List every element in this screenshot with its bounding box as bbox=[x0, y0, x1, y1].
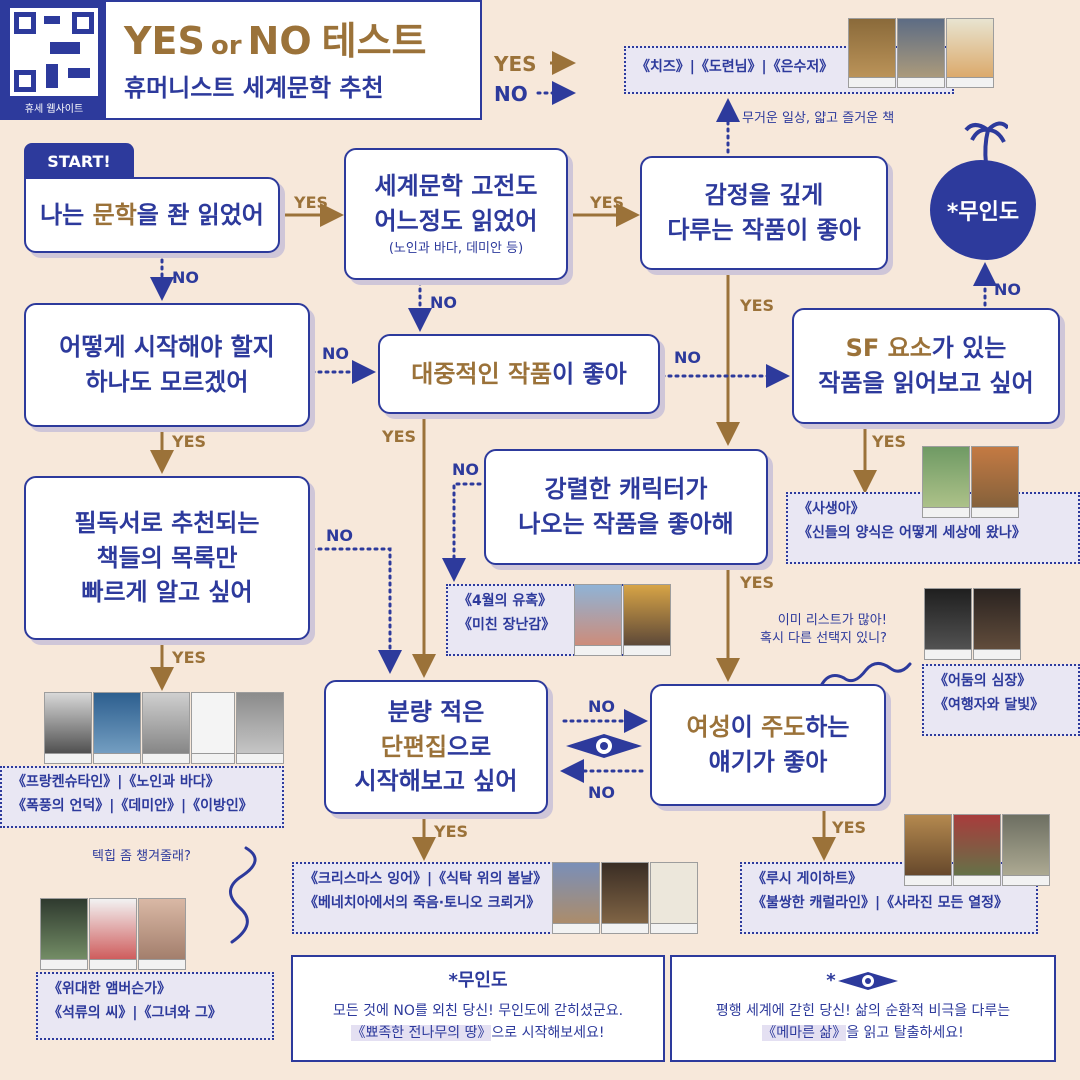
page-subtitle: 휴머니스트 세계문학 추천 bbox=[124, 74, 384, 102]
qr-label: 휴세 웹사이트 bbox=[24, 104, 84, 115]
legend-yes: YES bbox=[494, 52, 537, 76]
book-cover[interactable] bbox=[93, 692, 141, 764]
book-cover[interactable] bbox=[897, 18, 945, 88]
book-cover[interactable] bbox=[953, 814, 1001, 886]
reco-dark: 《어둠의 심장》 《여행자와 달빛》 bbox=[922, 664, 1080, 736]
reco-gatsby: 《위대한 앰버슨가》 《석류의 씨》|《그녀와 그》 bbox=[36, 972, 274, 1040]
question-strong-characters[interactable]: 강렬한 캐릭터가 나오는 작품을 좋아해 bbox=[484, 449, 768, 565]
book-cover[interactable] bbox=[191, 692, 235, 764]
book-cover[interactable] bbox=[601, 862, 649, 934]
question-read-literature[interactable]: 나는 문학을 좐 읽었어 bbox=[24, 177, 280, 253]
question-sf-elements[interactable]: SF 요소가 있는 작품을 읽어보고 싶어 bbox=[792, 308, 1060, 424]
squiggle-techhip bbox=[229, 846, 257, 944]
ending-parallel-box: * 평행 세계에 갇힌 당신! 삶의 순환적 비극을 다루는 《메마른 삶》을 … bbox=[670, 955, 1056, 1062]
edge-label: YES bbox=[832, 818, 867, 837]
parallel-world-icon bbox=[837, 972, 898, 990]
question-where-to-start[interactable]: 어떻게 시작해야 할지 하나도 모르겠어 bbox=[24, 303, 310, 427]
note-techhip: 텍힙 좀 챙겨줄래? bbox=[92, 849, 191, 864]
book-cover[interactable] bbox=[40, 898, 88, 970]
legend-no: NO bbox=[494, 82, 528, 106]
note-heavy-light: 무거운 일상, 얇고 즐거운 책 bbox=[742, 111, 895, 126]
qr-code-pattern bbox=[10, 8, 98, 96]
book-cover[interactable] bbox=[922, 446, 970, 518]
book-cover[interactable] bbox=[142, 692, 190, 764]
squiggle-many bbox=[818, 662, 912, 690]
edge-label: YES bbox=[382, 427, 417, 446]
edge-label: YES bbox=[172, 432, 207, 451]
book-cover[interactable] bbox=[623, 584, 671, 656]
start-tag: START! bbox=[24, 143, 134, 179]
book-cover[interactable] bbox=[924, 588, 972, 660]
edge-label: NO bbox=[430, 293, 457, 312]
book-cover[interactable] bbox=[973, 588, 1021, 660]
parallel-symbol-mid bbox=[566, 734, 642, 758]
book-cover[interactable] bbox=[848, 18, 896, 88]
edge-label: YES bbox=[590, 193, 625, 212]
reco-short-stories: 《크리스마스 잉어》|《식탁 위의 봄날》 《베네치아에서의 죽음·토니오 크뢰… bbox=[292, 862, 562, 934]
ending-island-box: *무인도 모든 것에 NO를 외친 당신! 무인도에 갇히셨군요. 《뾰족한 전… bbox=[291, 955, 665, 1062]
edge-label: NO bbox=[326, 526, 353, 545]
book-cover[interactable] bbox=[1002, 814, 1050, 886]
edge-label: YES bbox=[740, 296, 775, 315]
qr-code[interactable]: 휴세 웹사이트 bbox=[2, 2, 106, 120]
edge-label: YES bbox=[740, 573, 775, 592]
island-label: *무인도 bbox=[946, 200, 1020, 225]
edge-label: YES bbox=[294, 193, 329, 212]
edge-q7-q9 bbox=[310, 547, 402, 674]
edge-label: NO bbox=[994, 280, 1021, 299]
edge-label: YES bbox=[172, 648, 207, 667]
book-cover[interactable] bbox=[552, 862, 600, 934]
edge-label: NO bbox=[588, 783, 615, 802]
question-deep-emotions[interactable]: 감정을 깊게 다루는 작품이 좋아 bbox=[640, 156, 888, 270]
edge-q8-reco bbox=[442, 482, 482, 582]
reco-classics: 《프랑켄슈타인》|《노인과 바다》 《폭풍의 언덕》|《데미안》|《이방인》 bbox=[0, 766, 284, 828]
book-cover[interactable] bbox=[650, 862, 698, 934]
book-cover[interactable] bbox=[89, 898, 137, 970]
question-world-classics[interactable]: 세계문학 고전도 어느정도 읽었어 (노인과 바다, 데미안 등) bbox=[344, 148, 568, 280]
palm-tree-icon bbox=[964, 121, 1008, 165]
note-many-list: 이미 리스트가 많아! 혹시 다른 선택지 있니? bbox=[760, 613, 887, 647]
question-popular-works[interactable]: 대중적인 작품이 좋아 bbox=[378, 334, 660, 414]
question-women-led[interactable]: 여성이 주도하는 얘기가 좋아 bbox=[650, 684, 886, 806]
edge-label: NO bbox=[322, 344, 349, 363]
edge-label: YES bbox=[434, 822, 469, 841]
edge-label: NO bbox=[674, 348, 701, 367]
book-cover[interactable] bbox=[574, 584, 622, 656]
book-cover[interactable] bbox=[44, 692, 92, 764]
edge-label: NO bbox=[172, 268, 199, 287]
edge-label: NO bbox=[452, 460, 479, 479]
book-cover[interactable] bbox=[904, 814, 952, 886]
book-cover[interactable] bbox=[946, 18, 994, 88]
book-cover[interactable] bbox=[971, 446, 1019, 518]
question-short-stories[interactable]: 분량 적은 단편집으로 시작해보고 싶어 bbox=[324, 680, 548, 814]
edge-label: YES bbox=[872, 432, 907, 451]
book-cover[interactable] bbox=[138, 898, 186, 970]
island-node[interactable]: *무인도 bbox=[930, 160, 1036, 260]
question-must-read-list[interactable]: 필독서로 추천되는 책들의 목록만 빠르게 알고 싶어 bbox=[24, 476, 310, 640]
edge-label: NO bbox=[588, 697, 615, 716]
reco-women: 《루시 게이하트》 《불쌍한 캐럴라인》|《사라진 모든 열정》 bbox=[740, 862, 1038, 934]
book-cover[interactable] bbox=[236, 692, 284, 764]
